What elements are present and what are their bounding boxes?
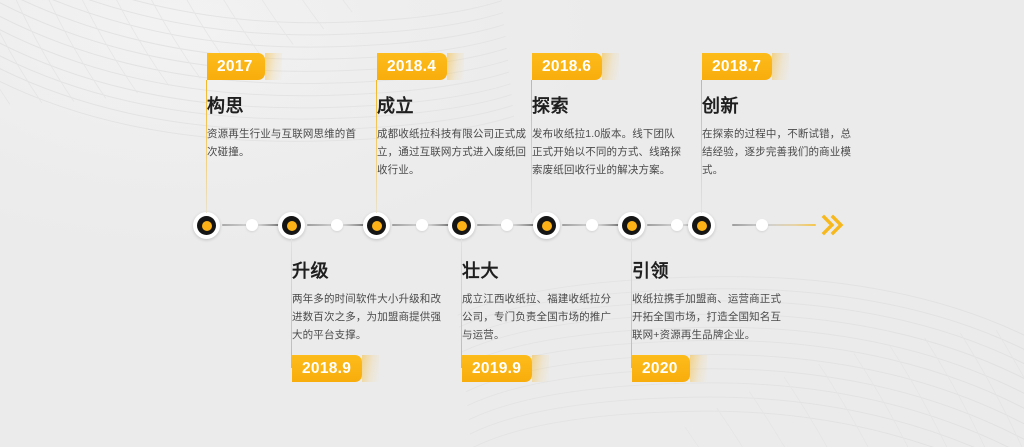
axis-segment-tail — [768, 224, 816, 227]
milestone-title: 构思 — [207, 96, 244, 116]
badge-row: 2018.7 — [702, 53, 852, 80]
milestone-body: 发布收纸拉1.0版本。线下团队正式开始以不同的方式、线路探索废纸回收行业的解决方… — [532, 128, 682, 177]
node-core — [286, 220, 297, 231]
milestone-body: 收纸拉携手加盟商、运营商正式开拓全国市场，打造全国知名互联网+资源再生品牌企业。 — [632, 293, 782, 342]
timeline-node[interactable] — [533, 212, 560, 239]
milestone-title: 探索 — [532, 96, 569, 116]
milestone-card-2018-7[interactable]: 2018.7 创新 在探索的过程中，不断试错，总结经验，逐步完善我们的商业模式。 — [702, 53, 852, 179]
year-badge: 2018.9 — [292, 355, 380, 383]
timeline-node[interactable] — [448, 212, 475, 239]
timeline-minidot — [246, 219, 258, 231]
axis-segment — [477, 224, 507, 227]
milestone-body: 成都收纸拉科技有限公司正式成立，通过互联网方式进入废纸回收行业。 — [377, 128, 527, 177]
milestone-card-2019-9[interactable]: 壮大 成立江西收纸拉、福建收纸拉分公司，专门负责全国市场的推广与运营。 2019… — [462, 261, 612, 383]
node-core — [201, 220, 212, 231]
milestone-body: 在探索的过程中，不断试错，总结经验，逐步完善我们的商业模式。 — [702, 128, 852, 177]
double-chevron-right-icon — [821, 214, 844, 236]
connector-stem — [701, 80, 703, 213]
axis-segment — [258, 224, 282, 227]
milestone-body: 两年多的时间软件大小升级和改进数百次之多，为加盟商提供强大的平台支撑。 — [292, 293, 442, 342]
axis-segment — [392, 224, 422, 227]
timeline-node[interactable] — [193, 212, 220, 239]
milestone-title: 成立 — [377, 96, 414, 116]
axis-segment — [343, 224, 367, 227]
connector-stem — [206, 80, 208, 213]
connector-stem — [631, 238, 633, 368]
timeline-minidot — [416, 219, 428, 231]
timeline-minidot — [501, 219, 513, 231]
connector-stem — [376, 80, 378, 213]
axis-segment — [562, 224, 592, 227]
node-ring — [692, 216, 711, 235]
timeline-minidot — [671, 219, 683, 231]
milestone-card-2018-4[interactable]: 2018.4 成立 成都收纸拉科技有限公司正式成立，通过互联网方式进入废纸回收行… — [377, 53, 527, 179]
badge-row: 2018.9 — [292, 355, 442, 383]
node-ring — [452, 216, 471, 235]
axis-segment — [647, 224, 677, 227]
badge-row: 2020 — [632, 355, 782, 383]
badge-row: 2018.6 — [532, 53, 682, 80]
axis-segment — [732, 224, 764, 227]
timeline-node[interactable] — [688, 212, 715, 239]
milestone-title: 引领 — [632, 261, 669, 281]
year-badge: 2020 — [632, 355, 707, 383]
connector-stem — [531, 80, 533, 213]
milestone-card-2020[interactable]: 引领 收纸拉携手加盟商、运营商正式开拓全国市场，打造全国知名互联网+资源再生品牌… — [632, 261, 782, 383]
axis-segment — [598, 224, 622, 227]
node-core — [541, 220, 552, 231]
badge-row: 2018.4 — [377, 53, 527, 80]
milestone-body: 成立江西收纸拉、福建收纸拉分公司，专门负责全国市场的推广与运营。 — [462, 293, 612, 342]
timeline-minidot — [331, 219, 343, 231]
axis-segment — [428, 224, 452, 227]
axis-segment — [222, 224, 252, 227]
timeline-node[interactable] — [278, 212, 305, 239]
timeline-node[interactable] — [363, 212, 390, 239]
milestone-title: 升级 — [292, 261, 329, 281]
node-core — [696, 220, 707, 231]
milestone-card-2018-6[interactable]: 2018.6 探索 发布收纸拉1.0版本。线下团队正式开始以不同的方式、线路探索… — [532, 53, 682, 179]
year-badge: 2018.4 — [377, 53, 465, 80]
timeline-minidot — [756, 219, 768, 231]
timeline-minidot — [586, 219, 598, 231]
node-ring — [622, 216, 641, 235]
node-ring — [282, 216, 301, 235]
connector-stem — [291, 238, 293, 368]
milestone-title: 创新 — [702, 96, 739, 116]
timeline-node[interactable] — [618, 212, 645, 239]
axis-segment — [513, 224, 537, 227]
node-core — [371, 220, 382, 231]
milestone-body: 资源再生行业与互联网思维的首次碰撞。 — [207, 128, 357, 159]
year-badge: 2018.7 — [702, 53, 790, 80]
milestone-title: 壮大 — [462, 261, 499, 281]
node-ring — [537, 216, 556, 235]
year-badge: 2019.9 — [462, 355, 550, 383]
node-ring — [367, 216, 386, 235]
year-badge: 2017 — [207, 53, 282, 80]
year-badge: 2018.6 — [532, 53, 620, 80]
badge-row: 2017 — [207, 53, 357, 80]
milestone-card-2018-9[interactable]: 升级 两年多的时间软件大小升级和改进数百次之多，为加盟商提供强大的平台支撑。 2… — [292, 261, 442, 383]
badge-row: 2019.9 — [462, 355, 612, 383]
node-core — [626, 220, 637, 231]
node-ring — [197, 216, 216, 235]
axis-segment — [307, 224, 337, 227]
connector-stem — [461, 238, 463, 368]
node-core — [456, 220, 467, 231]
milestone-card-2017[interactable]: 2017 构思 资源再生行业与互联网思维的首次碰撞。 — [207, 53, 357, 161]
